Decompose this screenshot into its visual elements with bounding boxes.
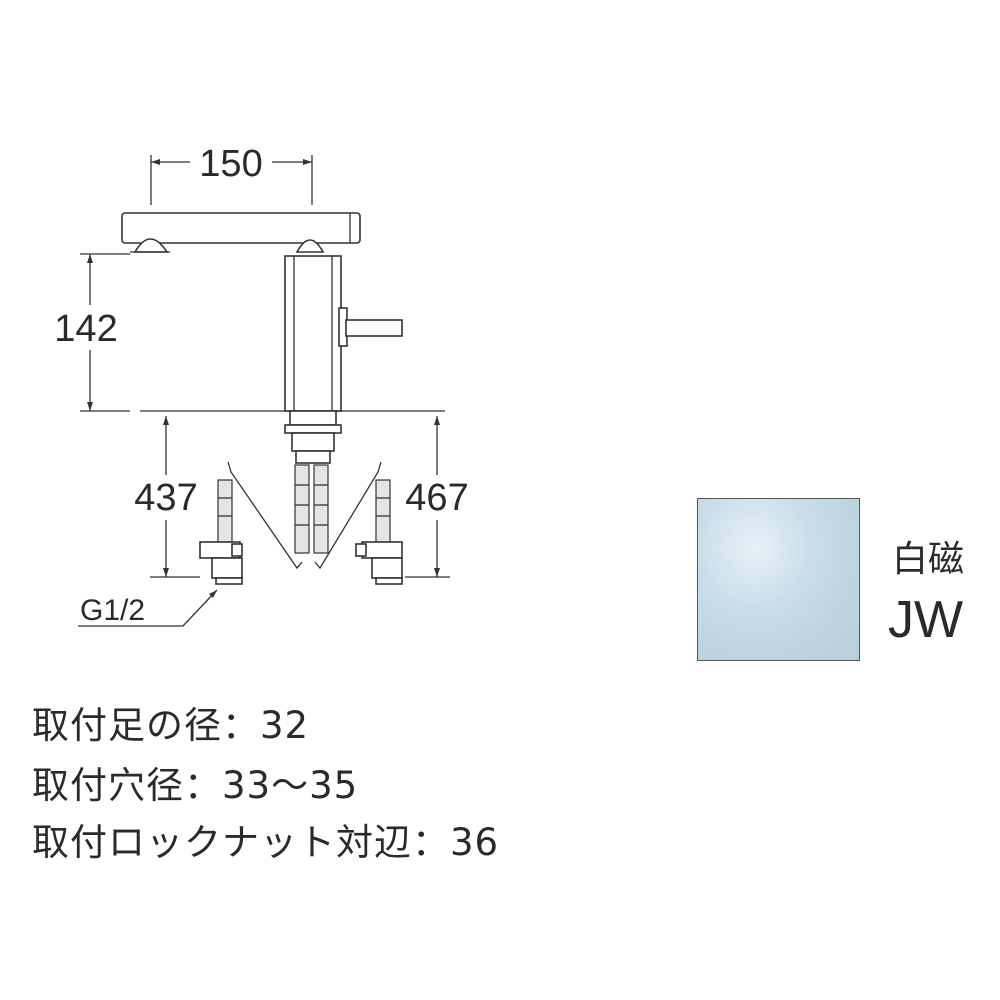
- spout: [121, 212, 361, 253]
- center-hoses: [294, 464, 329, 554]
- dimension-150: 150: [150, 143, 313, 205]
- color-code: JW: [888, 591, 964, 649]
- dimension-142: 142: [54, 253, 130, 412]
- g12-leader: G1/2: [78, 589, 218, 627]
- spec-hole-diameter: 取付穴径：33〜35: [32, 764, 359, 807]
- connection-label: G1/2: [80, 594, 145, 627]
- faucet-body: [284, 255, 403, 412]
- dimension-437: 437: [134, 416, 200, 578]
- mounting-shank: [284, 410, 342, 464]
- break-lines: [227, 461, 382, 570]
- left-stop-valve: [199, 479, 243, 585]
- dim-label-150: 150: [199, 143, 262, 185]
- color-name: 白磁: [892, 539, 965, 580]
- color-swatch: [697, 498, 860, 661]
- dimension-467: 467: [405, 416, 469, 578]
- right-stop-valve: [355, 479, 403, 585]
- dim-label-467: 467: [405, 477, 468, 519]
- dim-label-142: 142: [54, 308, 117, 350]
- spec-locknut-size: 取付ロックナット対辺：36: [32, 821, 500, 864]
- dim-label-437: 437: [134, 477, 197, 519]
- spec-leg-diameter: 取付足の径：32: [32, 704, 310, 747]
